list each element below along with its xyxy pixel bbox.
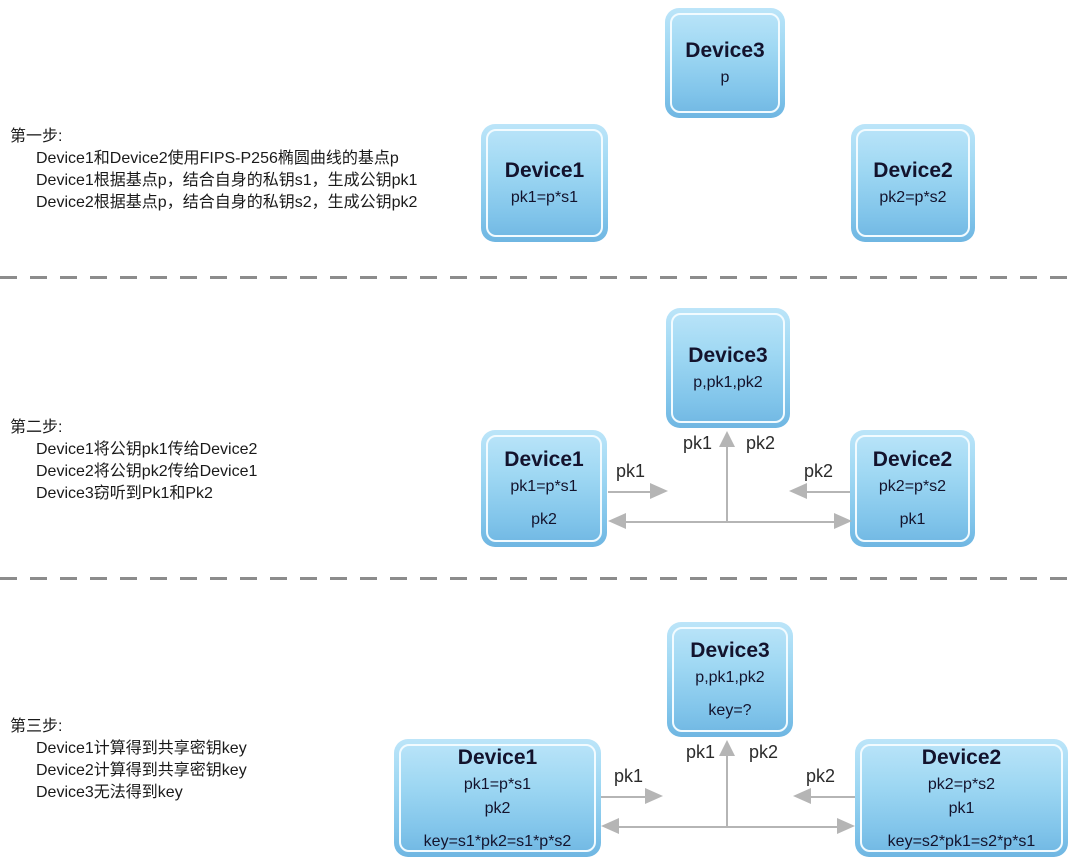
step2-label: 第二步:	[10, 419, 63, 436]
arrowhead-left-pk2-icon	[789, 483, 807, 499]
device3-title: Device3	[690, 639, 770, 662]
device2-box-inner-step3: Device2 pk2=p*s2 pk1 key=s2*pk1=s2*p*s1	[860, 744, 1063, 852]
device1-box-inner-step3: Device1 pk1=p*s1 pk2 key=s1*pk2=s1*p*s2	[399, 744, 596, 852]
device1-box-step3: Device1 pk1=p*s1 pk2 key=s1*pk2=s1*p*s2	[394, 739, 601, 857]
step3-line-3: Device3无法得到key	[36, 784, 183, 801]
section-divider-1	[0, 276, 1080, 279]
device3-box-inner-step2: Device3 p,pk1,pk2	[671, 313, 785, 423]
arrow-label-pk2-send: pk2	[804, 461, 834, 481]
device3-box-inner-step3: Device3 p,pk1,pk2 key=?	[672, 627, 788, 732]
device1-shared-key-formula: key=s1*pk2=s1*p*s2	[423, 832, 572, 850]
device2-box-inner-step1: Device2 pk2=p*s2	[856, 129, 970, 237]
step3-description: 第三步: Device1计算得到共享密钥key Device2计算得到共享密钥k…	[10, 716, 247, 804]
arrow-label-pk1-intercept: pk1	[686, 742, 716, 762]
step1-line-2: Device1根据基点p，结合自身的私钥s1，生成公钥pk1	[36, 172, 418, 189]
arrow-pk2-device2-to-device1	[807, 491, 850, 493]
device2-box-step3: Device2 pk2=p*s2 pk1 key=s2*pk1=s2*p*s1	[855, 739, 1068, 857]
arrowhead-channel-left-icon	[608, 513, 626, 529]
step2-line-2: Device2将公钥pk2传给Device1	[36, 463, 258, 480]
step1-label: 第一步:	[10, 128, 63, 145]
arrow-label-pk1-send: pk1	[616, 461, 646, 481]
device1-box-inner-step2: Device1 pk1=p*s1 pk2	[486, 435, 602, 542]
device2-title: Device2	[921, 745, 1002, 769]
step2-line-3: Device3窃听到Pk1和Pk2	[36, 485, 213, 502]
device1-pubkey-formula: pk1=p*s1	[463, 775, 532, 793]
step3-line-1: Device1计算得到共享密钥key	[36, 740, 247, 757]
device3-title: Device3	[688, 344, 768, 367]
section-divider-2	[0, 577, 1080, 580]
device3-box-step2: Device3 p,pk1,pk2	[666, 308, 790, 428]
device3-data: p,pk1,pk2	[693, 374, 763, 391]
arrowhead-left-pk2-icon	[793, 788, 811, 804]
arrow-channel-device1-device2	[626, 521, 834, 523]
device1-title: Device1	[457, 745, 538, 769]
device3-data: p	[720, 69, 730, 86]
arrowhead-right-pk1-icon	[645, 788, 663, 804]
device1-received-key: pk2	[484, 799, 511, 817]
device2-box-inner-step2: Device2 pk2=p*s2 pk1	[855, 435, 970, 542]
device3-key-unknown: key=?	[708, 702, 752, 719]
arrow-intercept-to-device3	[726, 755, 728, 826]
arrowhead-up-intercept-icon	[719, 431, 735, 447]
device2-shared-key-formula: key=s2*pk1=s2*p*s1	[887, 832, 1036, 850]
arrow-label-pk2-intercept: pk2	[746, 433, 776, 453]
arrow-pk1-device1-to-device2	[601, 796, 645, 798]
device2-pubkey-formula: pk2=p*s2	[927, 775, 996, 793]
arrow-pk2-device2-to-device1	[811, 796, 855, 798]
device2-box-step2: Device2 pk2=p*s2 pk1	[850, 430, 975, 547]
arrow-label-pk2-intercept: pk2	[749, 742, 779, 762]
device1-pubkey-formula: pk1=p*s1	[510, 478, 578, 495]
device1-pubkey-formula: pk1=p*s1	[510, 189, 579, 206]
step2-description: 第二步: Device1将公钥pk1传给Device2 Device2将公钥pk…	[10, 417, 257, 505]
arrow-label-pk1-intercept: pk1	[683, 433, 713, 453]
arrowhead-channel-right-icon	[834, 513, 852, 529]
device1-box-inner-step1: Device1 pk1=p*s1	[486, 129, 603, 237]
arrow-channel-device1-device2	[619, 826, 837, 828]
device3-box-step1: Device3 p	[665, 8, 785, 118]
arrow-label-pk1-send: pk1	[614, 766, 644, 786]
device1-box-step2: Device1 pk1=p*s1 pk2	[481, 430, 607, 547]
step1-line-1: Device1和Device2使用FIPS-P256椭圆曲线的基点p	[36, 150, 399, 167]
device2-received-key: pk1	[899, 511, 926, 528]
device1-box-step1: Device1 pk1=p*s1	[481, 124, 608, 242]
device2-title: Device2	[873, 159, 953, 182]
arrow-intercept-to-device3	[726, 446, 728, 522]
step1-description: 第一步: Device1和Device2使用FIPS-P256椭圆曲线的基点p …	[10, 126, 417, 214]
step3-label: 第三步:	[10, 718, 63, 735]
device3-title: Device3	[685, 39, 765, 62]
arrowhead-right-pk1-icon	[650, 483, 668, 499]
step1-line-3: Device2根据基点p，结合自身的私钥s2，生成公钥pk2	[36, 194, 418, 211]
arrowhead-up-intercept-icon	[719, 740, 735, 756]
arrowhead-channel-right-icon	[837, 818, 855, 834]
arrow-pk1-device1-to-device2	[608, 491, 650, 493]
device3-data: p,pk1,pk2	[695, 669, 765, 686]
device1-title: Device1	[504, 159, 585, 182]
device2-pubkey-formula: pk2=p*s2	[878, 478, 947, 495]
device1-title: Device1	[504, 448, 584, 471]
arrowhead-channel-left-icon	[601, 818, 619, 834]
arrow-label-pk2-send: pk2	[806, 766, 836, 786]
step2-line-1: Device1将公钥pk1传给Device2	[36, 441, 258, 458]
device2-received-key: pk1	[948, 799, 975, 817]
device2-title: Device2	[872, 448, 953, 471]
device3-box-inner-step1: Device3 p	[670, 13, 780, 113]
device2-pubkey-formula: pk2=p*s2	[879, 189, 947, 206]
device1-received-key: pk2	[531, 511, 557, 528]
device2-box-step1: Device2 pk2=p*s2	[851, 124, 975, 242]
device3-box-step3: Device3 p,pk1,pk2 key=?	[667, 622, 793, 737]
step3-line-2: Device2计算得到共享密钥key	[36, 762, 247, 779]
